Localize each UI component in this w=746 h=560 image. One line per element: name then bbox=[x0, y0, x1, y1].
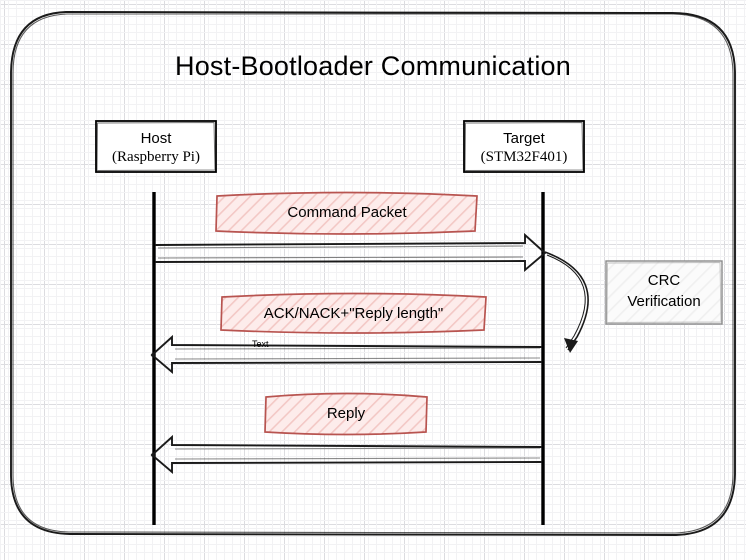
arrow-reply bbox=[150, 434, 543, 475]
participant-box-host[interactable] bbox=[95, 120, 217, 173]
participant-target-name: Target bbox=[503, 130, 545, 147]
outer-frame bbox=[10, 11, 736, 536]
note-box-crc[interactable] bbox=[605, 260, 723, 325]
note-label-crc-line1: CRC bbox=[647, 272, 681, 289]
arrow-command-packet bbox=[154, 232, 547, 273]
message-box-reply[interactable] bbox=[264, 392, 428, 436]
arrow-label-text: Text bbox=[252, 339, 269, 349]
participant-box-target[interactable] bbox=[463, 120, 585, 173]
note-label-crc-line2: Verification bbox=[627, 293, 701, 310]
participant-target-subtitle: (STM32F401) bbox=[480, 149, 568, 165]
participant-host-subtitle: (Raspberry Pi) bbox=[112, 149, 200, 165]
diagram-title: Host-Bootloader Communication bbox=[175, 51, 571, 81]
message-box-command-packet[interactable] bbox=[215, 191, 478, 235]
message-label-command-packet: Command Packet bbox=[287, 204, 407, 221]
message-label-reply: Reply bbox=[326, 405, 366, 422]
message-label-ack-nack: ACK/NACK+"Reply length" bbox=[263, 305, 444, 322]
self-loop-crc bbox=[544, 251, 589, 353]
message-box-ack-nack[interactable] bbox=[220, 292, 487, 334]
arrow-ack-nack bbox=[150, 334, 543, 375]
participant-host-name: Host bbox=[140, 130, 172, 147]
